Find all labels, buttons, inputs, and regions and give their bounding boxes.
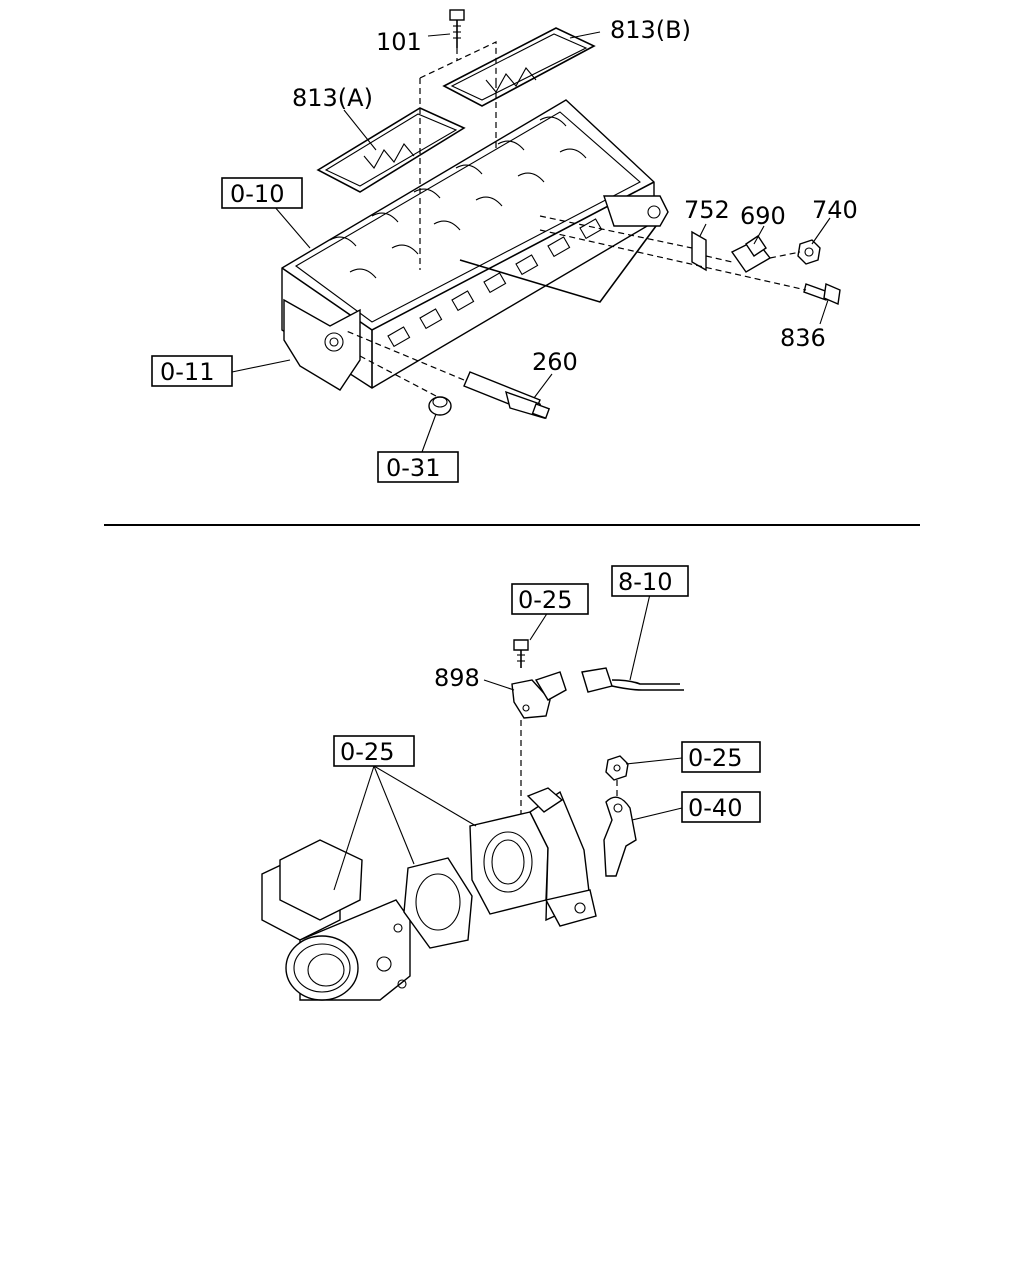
- sensor-260-guide: [343, 329, 465, 381]
- bolt-101: [449, 9, 465, 48]
- leader-898: [483, 679, 515, 691]
- ref-box-0-11: [151, 355, 233, 387]
- leader-0-25-c: [373, 765, 477, 827]
- leader-0-25-nut: [625, 757, 683, 765]
- label-813a: 813(A): [292, 84, 373, 112]
- sensor-group-guide: [539, 215, 807, 291]
- gasket-throttle: [403, 857, 473, 949]
- label-740: 740: [812, 196, 858, 224]
- gasket-813b: [442, 27, 596, 107]
- ref-0-40[interactable]: 0-40: [688, 794, 742, 822]
- ref-0-25-bolt[interactable]: 0-25: [518, 586, 572, 614]
- label-752: 752: [684, 196, 730, 224]
- bolt-0-25: [513, 639, 529, 668]
- leader-813b: [569, 31, 601, 39]
- sensor-898: [511, 671, 567, 719]
- ref-box-0-10: [221, 177, 303, 209]
- sensor-260: [463, 371, 551, 420]
- sensor-752: [691, 230, 707, 272]
- leader-8-10: [629, 593, 651, 681]
- leader-0-31: [421, 413, 437, 453]
- label-260: 260: [532, 348, 578, 376]
- leader-740: [811, 217, 831, 245]
- leader-0-25-bolt: [529, 611, 549, 641]
- throttle-body-assembly: 0-25 8-10 898 0-25 0-25 0-40: [261, 565, 761, 1001]
- label-898: 898: [434, 664, 480, 692]
- nut-740: [797, 239, 821, 265]
- leader-101: [427, 33, 451, 37]
- sensor-690: [730, 235, 772, 273]
- leader-0-40: [631, 807, 683, 821]
- throttle-body: [261, 839, 411, 1001]
- leader-752: [699, 223, 707, 237]
- cylinder-head-assembly: 101 813(B) 813(A) 0-10 752 690 740 836 0…: [151, 9, 858, 483]
- ref-box-0-25-bolt: [511, 583, 589, 615]
- nut-0-25: [605, 755, 629, 781]
- leader-0-25-b: [373, 765, 415, 865]
- ref-0-25-nut[interactable]: 0-25: [688, 744, 742, 772]
- ref-box-8-10: [611, 565, 689, 597]
- intake-adapter: [469, 787, 597, 927]
- gasket-813a: [316, 107, 466, 193]
- cylinder-head: [281, 99, 669, 391]
- bracket-0-40: [603, 796, 637, 877]
- ref-box-0-25-left: [333, 735, 415, 767]
- bolt-101-guide: [419, 41, 497, 270]
- label-813b: 813(B): [610, 16, 691, 44]
- ref-0-25-left[interactable]: 0-25: [340, 738, 394, 766]
- ref-box-0-40: [681, 791, 761, 823]
- bolt-836: [803, 282, 841, 306]
- leader-690: [753, 225, 765, 245]
- label-836: 836: [780, 324, 826, 352]
- ref-0-31[interactable]: 0-31: [386, 454, 440, 482]
- ref-8-10[interactable]: 8-10: [618, 568, 672, 596]
- sensor-group-bracket: [459, 225, 657, 303]
- ref-0-10[interactable]: 0-10: [230, 180, 284, 208]
- ref-box-0-31: [377, 451, 459, 483]
- connector-8-10: [581, 667, 684, 693]
- leader-836: [819, 299, 829, 325]
- leader-813a: [343, 109, 377, 151]
- plug-0-31: [428, 396, 452, 416]
- ref-0-11[interactable]: 0-11: [160, 358, 214, 386]
- leader-0-10: [273, 205, 311, 249]
- leader-0-11: [231, 359, 291, 373]
- plug-0-31-guide: [359, 355, 437, 397]
- label-101: 101: [376, 28, 422, 56]
- ref-box-0-25-nut: [681, 741, 761, 773]
- label-690: 690: [740, 202, 786, 230]
- leader-0-25-a: [333, 765, 375, 891]
- leader-260: [533, 373, 553, 399]
